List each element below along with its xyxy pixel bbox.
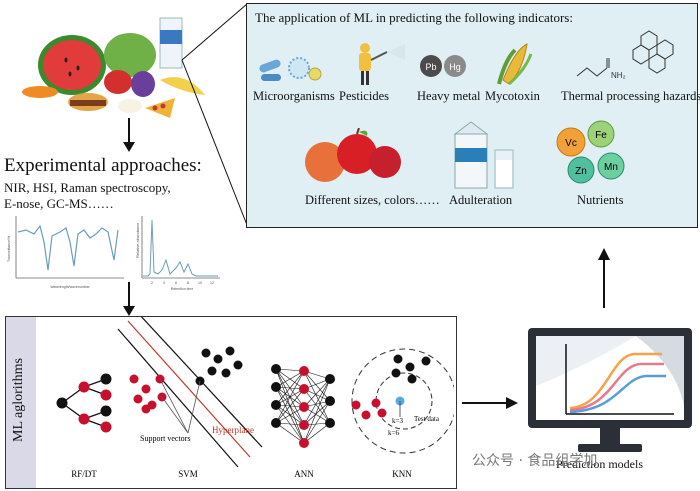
chromatogram-plot: Relative abundance 2 4 6 8 10 12 Retenti… [135, 216, 220, 291]
knn-k3-label: k=3 [392, 417, 403, 425]
nh2-label: NH₂ [611, 71, 626, 80]
arrow-down-1 [123, 118, 135, 152]
ml-algorithms-panel: ML aglorithms [5, 316, 457, 489]
nutrients-icon: Vc Fe Zn Mn [556, 120, 625, 184]
chromatogram-tick-4: 8 [187, 281, 189, 285]
molecule-icon: NH₂ [576, 30, 674, 80]
indicator-label-adulteration: Adulteration [449, 193, 513, 207]
svm-hyperplane-label: Hyperplane [212, 425, 254, 435]
indicator-label-thermal: Thermal processing hazards [561, 89, 700, 103]
spectrum-plot: Transmittance/% Wavelength/wavenumber [7, 216, 124, 289]
ann-diagram [271, 364, 335, 448]
chromatogram-ylabel: Relative abundance [135, 222, 140, 258]
knn-diagram: k=3 k=6 Test data [351, 348, 454, 454]
algorithms-side-bar: ML aglorithms [6, 317, 36, 488]
corn-icon [497, 43, 533, 86]
indicator-label-mycotoxin: Mycotoxin [485, 89, 540, 103]
knn-test-label: Test data [414, 415, 440, 423]
chromatogram-tick-3: 6 [175, 281, 177, 285]
indicator-label-pesticides: Pesticides [339, 89, 389, 103]
chromatogram-tick-2: 4 [163, 281, 165, 285]
indicators-panel: The application of ML in predicting the … [246, 3, 700, 228]
vc-symbol: Vc [565, 138, 577, 149]
mn-symbol: Mn [604, 162, 618, 173]
pb-symbol: Pb [425, 62, 436, 72]
algorithm-diagrams: Support vectors Hyperplane [56, 317, 454, 479]
indicator-label-sizes-colors: Different sizes, colors…… [305, 193, 440, 207]
chromatogram-tick-6: 12 [210, 281, 214, 285]
experimental-title: Experimental approaches: [4, 155, 202, 176]
svm-support-vectors-label: Support vectors [140, 434, 190, 443]
knn-k6-label: k=6 [388, 429, 399, 437]
svm-diagram: Support vectors Hyperplane [117, 317, 263, 468]
hg-symbol: Hg [449, 62, 461, 72]
algo-label-rf-dt: RF/DT [71, 469, 97, 479]
microorganisms-icon [259, 57, 322, 81]
experimental-line-2: E-nose, GC-MS…… [4, 196, 114, 211]
algo-label-ann: ANN [294, 469, 314, 479]
spectrum-ylabel: Transmittance/% [7, 236, 11, 262]
arrow-down-2 [123, 282, 135, 316]
chromatogram-tick-5: 10 [198, 281, 202, 285]
food-illustration [22, 17, 205, 118]
chromatogram-xlabel: Retention time [171, 287, 194, 291]
indicator-label-heavy-metal: Heavy metal [417, 89, 481, 103]
prediction-monitor [528, 328, 692, 452]
algo-label-svm: SVM [178, 469, 198, 479]
heavy-metal-icon: Pb Hg [420, 55, 466, 77]
fe-symbol: Fe [595, 130, 607, 141]
indicators-title: The application of ML in predicting the … [255, 10, 573, 25]
arrow-up [598, 248, 610, 308]
watermark: 公众号 · 食品组学加 [472, 453, 598, 469]
indicator-label-nutrients: Nutrients [577, 193, 624, 207]
milk-carton-icon [453, 121, 514, 189]
sprayer-icon [359, 43, 405, 85]
connector-lines [181, 3, 248, 226]
algorithms-side-label: ML aglorithms [11, 358, 26, 442]
chromatogram-tick-1: 2 [151, 281, 153, 285]
spectrum-xlabel: Wavelength/wavenumber [50, 285, 90, 289]
indicator-label-microorganisms: Microorganisms [253, 89, 335, 103]
fruits-icon [305, 128, 401, 182]
prediction-label: Prediction models [556, 457, 643, 471]
experimental-line-1: NIR, HSI, Raman spectroscopy, [4, 180, 171, 195]
arrow-right [462, 397, 518, 409]
rf-dt-diagram [56, 373, 112, 433]
algo-label-knn: KNN [392, 469, 412, 479]
zn-symbol: Zn [575, 166, 587, 177]
